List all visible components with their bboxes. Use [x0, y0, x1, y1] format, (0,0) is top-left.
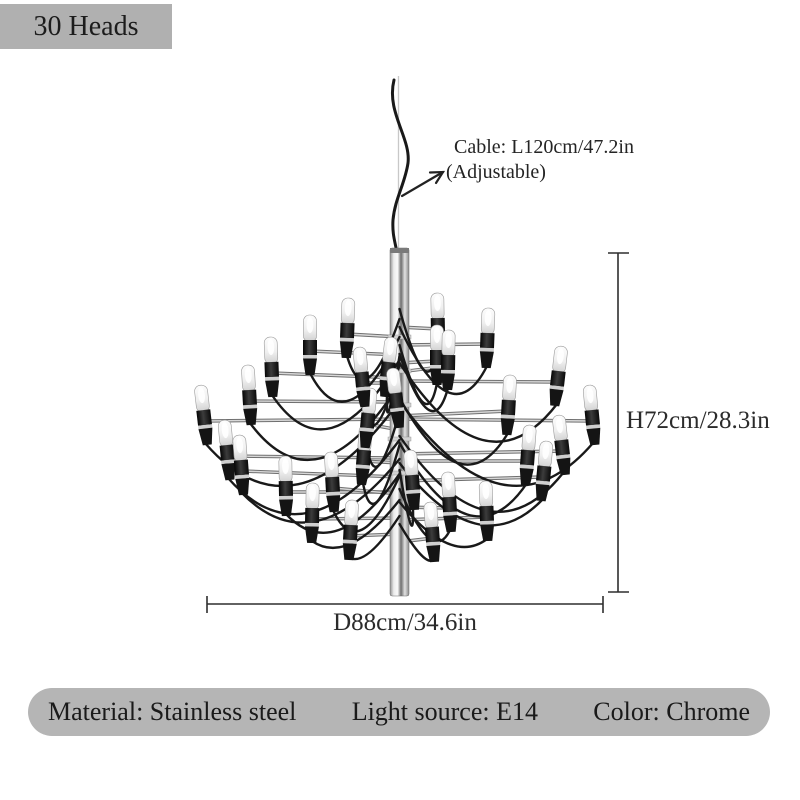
bulb [342, 499, 359, 561]
heads-count-badge: 30 Heads [0, 4, 172, 49]
bulb [478, 480, 495, 542]
height-dimension-line [608, 252, 629, 593]
bulb [403, 449, 421, 511]
bulb [217, 419, 236, 481]
bulb [500, 374, 517, 436]
bulb [304, 482, 320, 544]
spec-material: Material: Stainless steel [48, 697, 297, 726]
spec-light-source: Light source: E14 [351, 697, 538, 726]
height-dimension-label: H72cm/28.3in [626, 407, 770, 434]
power-cable [391, 78, 410, 256]
arrow-icon [400, 170, 446, 198]
bulb [549, 345, 568, 407]
bulb [582, 384, 601, 446]
bulb [232, 434, 250, 496]
bulb [379, 336, 398, 398]
bulb [430, 324, 444, 385]
bulb [423, 501, 441, 563]
bulb [339, 297, 356, 359]
bulb [479, 307, 496, 369]
cable-adjustable-label: (Adjustable) [446, 161, 546, 183]
bulb [440, 329, 456, 391]
specs-bar: Material: Stainless steel Light source: … [28, 688, 770, 736]
bulbs [194, 292, 601, 563]
bulb [519, 424, 537, 486]
bulb [263, 336, 280, 398]
heads-count-label: 30 Heads [33, 10, 139, 42]
diameter-dimension-line [206, 596, 604, 613]
bulb [278, 455, 294, 517]
bulb [441, 471, 458, 533]
bulb [552, 414, 571, 476]
suspension [391, 76, 410, 256]
bulb [194, 384, 213, 446]
bulb [386, 367, 405, 429]
cable-annotation: Cable: L120cm/47.2in (Adjustable) [446, 135, 634, 185]
bulb [241, 364, 258, 426]
cable-length-label: Cable: L120cm/47.2in [454, 136, 634, 158]
bulb [352, 346, 371, 408]
bulb [324, 451, 341, 513]
spec-color: Color: Chrome [593, 697, 750, 726]
bulb [303, 314, 317, 375]
bulb [535, 440, 554, 502]
diameter-dimension-label: D88cm/34.6in [333, 609, 477, 636]
